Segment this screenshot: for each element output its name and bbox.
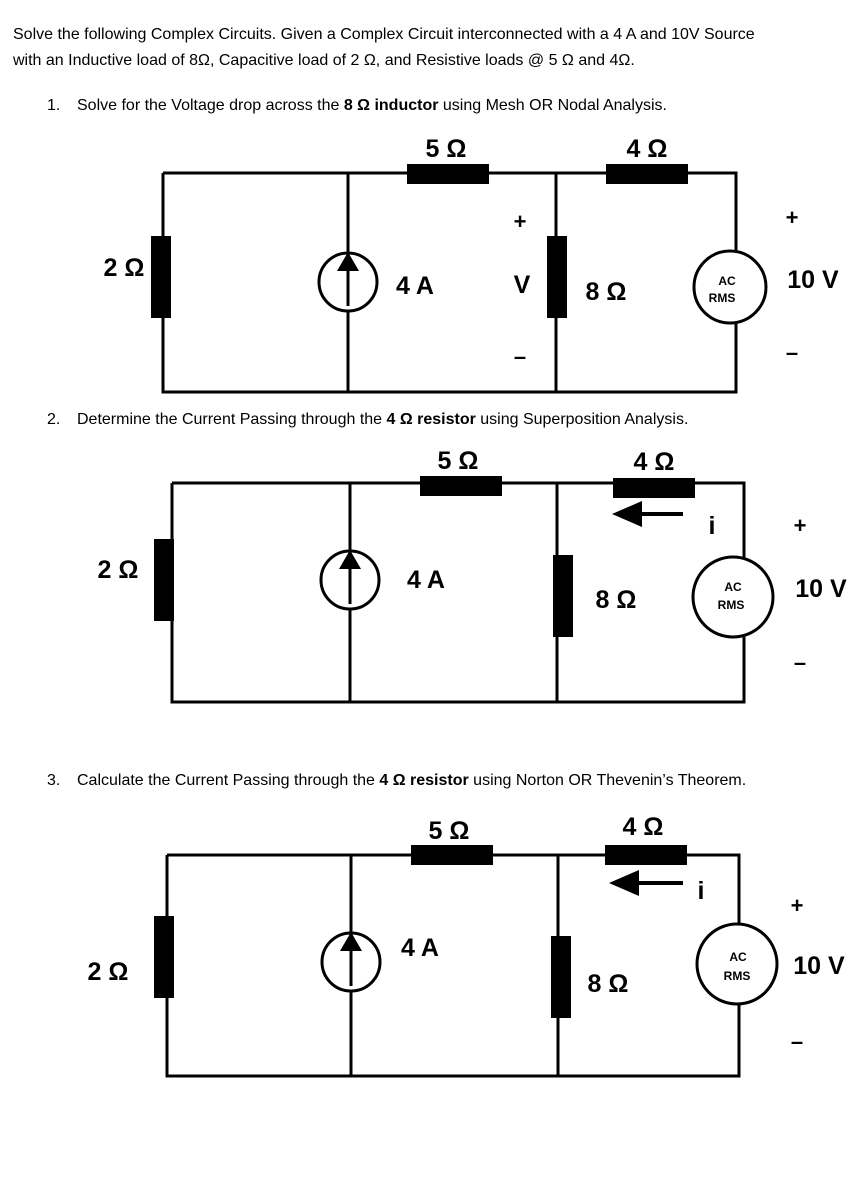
label-8-ohm: 8 Ω: [586, 278, 627, 306]
resistor-4-ohm: [605, 845, 687, 865]
current-source: [319, 549, 381, 611]
source-label: 10 V: [793, 952, 845, 980]
resistor-5-ohm: [420, 476, 502, 496]
ac-source-icon: AC RMS: [691, 555, 775, 639]
resistor-4-ohm: [606, 164, 688, 184]
rms-label: RMS: [724, 969, 751, 983]
label-5-ohm: 5 Ω: [426, 135, 467, 163]
voltage-plus: +: [514, 209, 527, 234]
source-label: 10 V: [787, 266, 839, 294]
label-2-ohm: 2 Ω: [88, 958, 129, 986]
intro-paragraph: Solve the following Complex Circuits. Gi…: [13, 22, 853, 74]
resistor-5-ohm: [411, 845, 493, 865]
question-number: 2.: [47, 411, 61, 428]
question-emphasis: 4 Ω resistor: [386, 411, 476, 428]
label-4-ohm: 4 Ω: [634, 448, 675, 476]
intro-line-2: with an Inductive load of 8Ω, Capacitive…: [13, 52, 635, 69]
question-text: Determine the Current Passing through th…: [77, 411, 387, 428]
question-text: Calculate the Current Passing through th…: [77, 772, 380, 789]
label-4-amp: 4 A: [396, 272, 434, 300]
circuit-3: AC RMS 5 Ω 4 Ω 2 Ω 8 Ω 4 A i + 10 V –: [88, 813, 845, 1078]
question-3: 3. Calculate the Current Passing through …: [47, 772, 746, 790]
ac-label: AC: [729, 950, 747, 964]
question-number: 1.: [47, 97, 61, 114]
source-minus: –: [786, 340, 798, 365]
question-text-end: using Mesh OR Nodal Analysis.: [438, 97, 667, 114]
resistor-5-ohm: [407, 164, 489, 184]
source-minus: –: [794, 650, 806, 675]
label-8-ohm: 8 Ω: [596, 586, 637, 614]
resistor-4-ohm: [613, 478, 695, 498]
current-source: [317, 251, 379, 313]
current-arrow-icon: [612, 501, 683, 527]
question-emphasis: 8 Ω inductor: [343, 97, 439, 114]
voltage-label: V: [514, 271, 531, 299]
ac-source-icon: AC RMS: [695, 922, 779, 1006]
label-4-amp: 4 A: [401, 934, 439, 962]
question-emphasis: 4 Ω resistor: [379, 772, 469, 789]
source-plus: +: [791, 893, 804, 918]
circuit-2: AC RMS 5 Ω 4 Ω 2 Ω 8 Ω 4 A i + 10 V –: [98, 447, 847, 704]
source-minus: –: [791, 1029, 803, 1054]
label-5-ohm: 5 Ω: [438, 447, 479, 475]
question-text-end: using Superposition Analysis.: [475, 411, 689, 428]
label-4-ohm: 4 Ω: [627, 135, 668, 163]
current-arrow-icon: [609, 870, 683, 896]
wires: [165, 853, 741, 1078]
voltage-minus: –: [514, 344, 526, 369]
inductor-8-ohm: [547, 236, 567, 318]
rms-label: RMS: [709, 291, 736, 305]
label-8-ohm: 8 Ω: [588, 970, 629, 998]
capacitor-2-ohm: [154, 916, 174, 998]
capacitor-2-ohm: [154, 539, 174, 621]
label-4-ohm: 4 Ω: [623, 813, 664, 841]
question-text-end: using Norton OR Thevenin’s Theorem.: [468, 772, 747, 789]
current-label: i: [698, 877, 705, 905]
source-plus: +: [794, 513, 807, 538]
rms-label: RMS: [718, 598, 745, 612]
label-2-ohm: 2 Ω: [104, 254, 145, 282]
question-number: 3.: [47, 772, 61, 789]
question-text: Solve for the Voltage drop across the: [77, 97, 344, 114]
source-plus: +: [786, 205, 799, 230]
ac-source-icon: AC RMS: [692, 249, 768, 325]
wires: [161, 171, 738, 394]
label-2-ohm: 2 Ω: [98, 556, 139, 584]
ac-label: AC: [724, 580, 742, 594]
question-2: 2. Determine the Current Passing through …: [47, 411, 688, 429]
inductor-8-ohm: [551, 936, 571, 1018]
ac-label: AC: [718, 274, 736, 288]
circuit-1: AC RMS 5 Ω 4 Ω 2 Ω 8 Ω 4 A + V – + 10 V …: [104, 135, 839, 394]
intro-line-1: Solve the following Complex Circuits. Gi…: [13, 26, 755, 43]
source-label: 10 V: [795, 575, 847, 603]
label-5-ohm: 5 Ω: [429, 817, 470, 845]
question-1: 1.Solve for the Voltage drop across the …: [47, 97, 667, 115]
current-label: i: [709, 512, 716, 540]
capacitor-2-ohm: [151, 236, 171, 318]
label-4-amp: 4 A: [407, 566, 445, 594]
current-source: [320, 931, 382, 993]
inductor-8-ohm: [553, 555, 573, 637]
